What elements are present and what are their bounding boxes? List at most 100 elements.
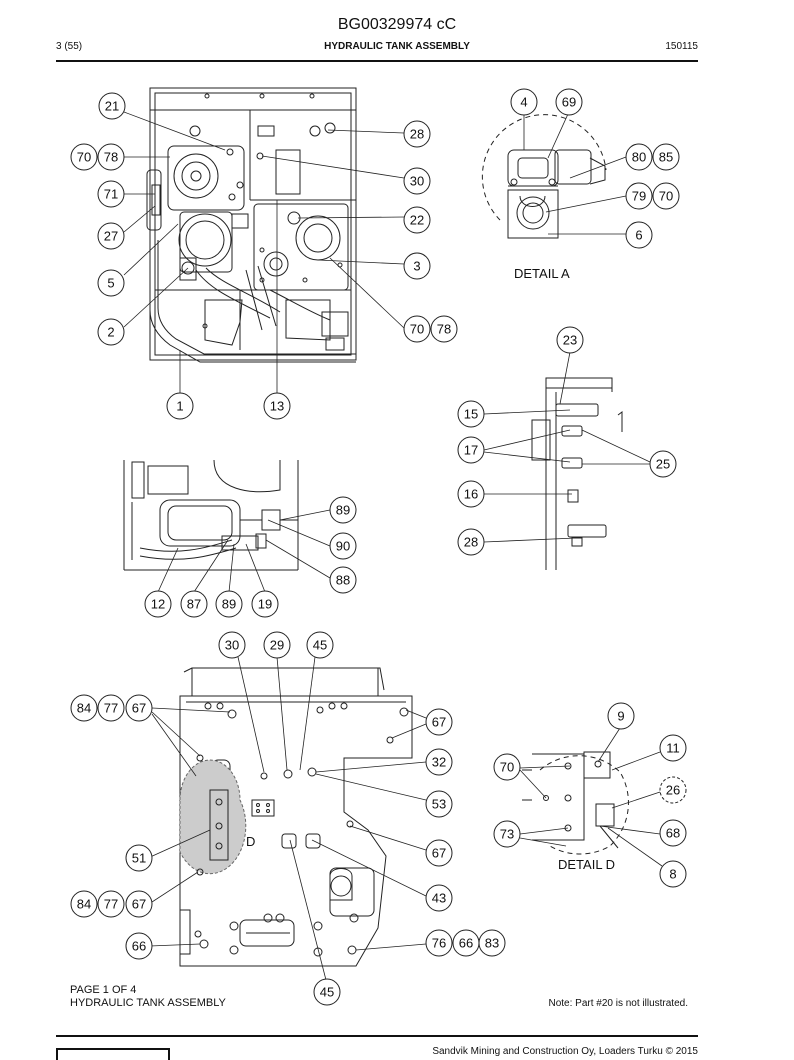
- svg-text:67: 67: [432, 846, 446, 861]
- callout-77: 77: [97, 694, 125, 722]
- callout-2: 2: [97, 318, 125, 346]
- callout-70: 70: [70, 143, 98, 171]
- svg-text:23: 23: [563, 333, 577, 348]
- svg-text:68: 68: [666, 826, 680, 841]
- svg-text:66: 66: [132, 939, 146, 954]
- callout-89: 89: [215, 590, 243, 618]
- callout-70: 70: [403, 315, 431, 343]
- page-reference: 3 (55): [56, 41, 83, 52]
- svg-text:85: 85: [659, 150, 673, 165]
- footer-copyright: Sandvik Mining and Construction Oy, Load…: [432, 1046, 698, 1057]
- svg-text:71: 71: [104, 187, 118, 202]
- view-marker-d: D: [246, 834, 255, 849]
- footer-assembly-name: HYDRAULIC TANK ASSEMBLY: [70, 997, 226, 1009]
- tank-outline: [179, 695, 413, 967]
- svg-text:69: 69: [562, 95, 576, 110]
- callout-9: 9: [607, 702, 635, 730]
- callout-3: 3: [403, 252, 431, 280]
- callout-8: 8: [659, 860, 687, 888]
- callout-67: 67: [425, 708, 453, 736]
- callout-17: 17: [457, 436, 485, 464]
- callout-32: 32: [425, 748, 453, 776]
- callout-19: 19: [251, 590, 279, 618]
- svg-text:77: 77: [104, 897, 118, 912]
- bracket-view: [531, 377, 623, 570]
- svg-text:77: 77: [104, 701, 118, 716]
- svg-text:83: 83: [485, 936, 499, 951]
- footer-rule: [56, 1035, 698, 1037]
- callout-45: 45: [313, 978, 341, 1006]
- svg-text:8: 8: [669, 867, 676, 882]
- callout-87: 87: [180, 590, 208, 618]
- callout-66: 66: [125, 932, 153, 960]
- svg-text:30: 30: [225, 638, 239, 653]
- footer-page-info: PAGE 1 OF 4 HYDRAULIC TANK ASSEMBLY: [70, 984, 226, 1010]
- callout-70: 70: [493, 753, 521, 781]
- callout-77: 77: [97, 890, 125, 918]
- callout-71: 71: [97, 180, 125, 208]
- svg-text:90: 90: [336, 539, 350, 554]
- svg-text:27: 27: [104, 229, 118, 244]
- callout-13: 13: [263, 392, 291, 420]
- svg-text:67: 67: [132, 897, 146, 912]
- svg-text:11: 11: [666, 741, 680, 756]
- svg-text:67: 67: [132, 701, 146, 716]
- svg-text:6: 6: [635, 228, 642, 243]
- svg-text:80: 80: [632, 150, 646, 165]
- page-title: HYDRAULIC TANK ASSEMBLY: [324, 41, 470, 52]
- callout-30: 30: [403, 167, 431, 195]
- callout-83: 83: [478, 929, 506, 957]
- svg-text:21: 21: [105, 99, 119, 114]
- callout-12: 12: [144, 590, 172, 618]
- callout-67: 67: [125, 694, 153, 722]
- callout-69: 69: [555, 88, 583, 116]
- svg-text:29: 29: [270, 638, 284, 653]
- lower-tank-view: D: [179, 667, 413, 967]
- callout-11: 11: [659, 734, 687, 762]
- callout-22: 22: [403, 206, 431, 234]
- svg-text:17: 17: [464, 443, 478, 458]
- footer-page-count: PAGE 1 OF 4: [70, 984, 137, 996]
- svg-text:19: 19: [258, 597, 272, 612]
- callout-78: 78: [430, 315, 458, 343]
- callout-78: 78: [97, 143, 125, 171]
- svg-text:32: 32: [432, 755, 446, 770]
- callout-70: 70: [652, 182, 680, 210]
- svg-text:70: 70: [77, 150, 91, 165]
- callout-88: 88: [329, 566, 357, 594]
- callout-84: 84: [70, 890, 98, 918]
- svg-text:30: 30: [410, 174, 424, 189]
- svg-text:28: 28: [464, 535, 478, 550]
- sandvik-logo-icon: [56, 1048, 170, 1060]
- main-tank-view: [146, 87, 357, 363]
- detail-a-view: DETAIL A: [481, 114, 607, 281]
- svg-text:9: 9: [617, 709, 624, 724]
- header-rule: [56, 60, 698, 62]
- document-code: BG00329974 cC: [337, 16, 457, 33]
- svg-text:1: 1: [176, 399, 183, 414]
- footer-note: Note: Part #20 is not illustrated.: [548, 998, 688, 1009]
- callout-89: 89: [329, 496, 357, 524]
- callout-25: 25: [649, 450, 677, 478]
- filter-element: [178, 213, 232, 267]
- callout-1: 1: [166, 392, 194, 420]
- detail-a-title: DETAIL A: [514, 266, 570, 281]
- svg-text:53: 53: [432, 797, 446, 812]
- svg-text:28: 28: [410, 127, 424, 142]
- callout-84: 84: [70, 694, 98, 722]
- leader-lines: [123, 111, 663, 981]
- svg-text:79: 79: [632, 189, 646, 204]
- svg-text:25: 25: [656, 457, 670, 472]
- callout-28: 28: [457, 528, 485, 556]
- callout-67: 67: [125, 890, 153, 918]
- svg-text:73: 73: [500, 827, 514, 842]
- callout-29: 29: [263, 631, 291, 659]
- svg-text:70: 70: [410, 322, 424, 337]
- hose-detail-view: [123, 459, 299, 571]
- callout-23: 23: [556, 326, 584, 354]
- svg-text:89: 89: [222, 597, 236, 612]
- callout-5: 5: [97, 269, 125, 297]
- callout-30: 30: [218, 631, 246, 659]
- callout-51: 51: [125, 844, 153, 872]
